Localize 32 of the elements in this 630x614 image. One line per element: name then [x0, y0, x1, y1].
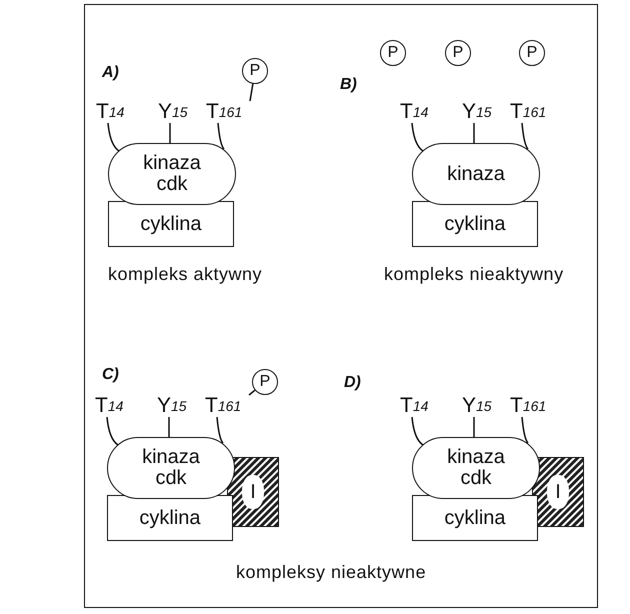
connector-line	[217, 122, 225, 150]
phosphate-circle: P	[445, 40, 471, 66]
caption: kompleksy nieaktywne	[236, 562, 426, 583]
cyclin-box: cyklina	[412, 201, 538, 247]
connector-line	[168, 417, 170, 437]
connector-line	[473, 417, 475, 437]
cyclin-box: cyklina	[107, 495, 233, 541]
inhibitor-box: I	[227, 457, 279, 527]
panel-letter: C)	[102, 366, 119, 384]
connector-line	[107, 122, 120, 152]
panel-letter: A)	[102, 64, 119, 82]
panel-letter: B)	[340, 76, 357, 94]
phosphate-circle: P	[252, 369, 278, 395]
cyclin-box: cyklina	[412, 495, 538, 541]
connector-line	[216, 416, 224, 444]
inhibitor-box: I	[532, 457, 584, 527]
caption: kompleks nieaktywny	[384, 264, 564, 285]
phosphate-circle: P	[380, 40, 406, 66]
caption: kompleks aktywny	[108, 264, 262, 285]
phosphate-circle: P	[519, 40, 545, 66]
connector-line	[169, 123, 171, 143]
connector-line	[521, 122, 529, 150]
phosphate-circle: P	[242, 58, 268, 84]
connector-line	[473, 123, 475, 143]
connector-line	[249, 84, 254, 102]
panel-letter: D)	[344, 374, 361, 392]
connector-line	[106, 416, 118, 446]
cyclin-box: cyklina	[108, 201, 234, 247]
connector-line	[411, 122, 424, 152]
connector-line	[521, 416, 529, 444]
connector-line	[248, 390, 256, 396]
connector-line	[411, 416, 424, 446]
